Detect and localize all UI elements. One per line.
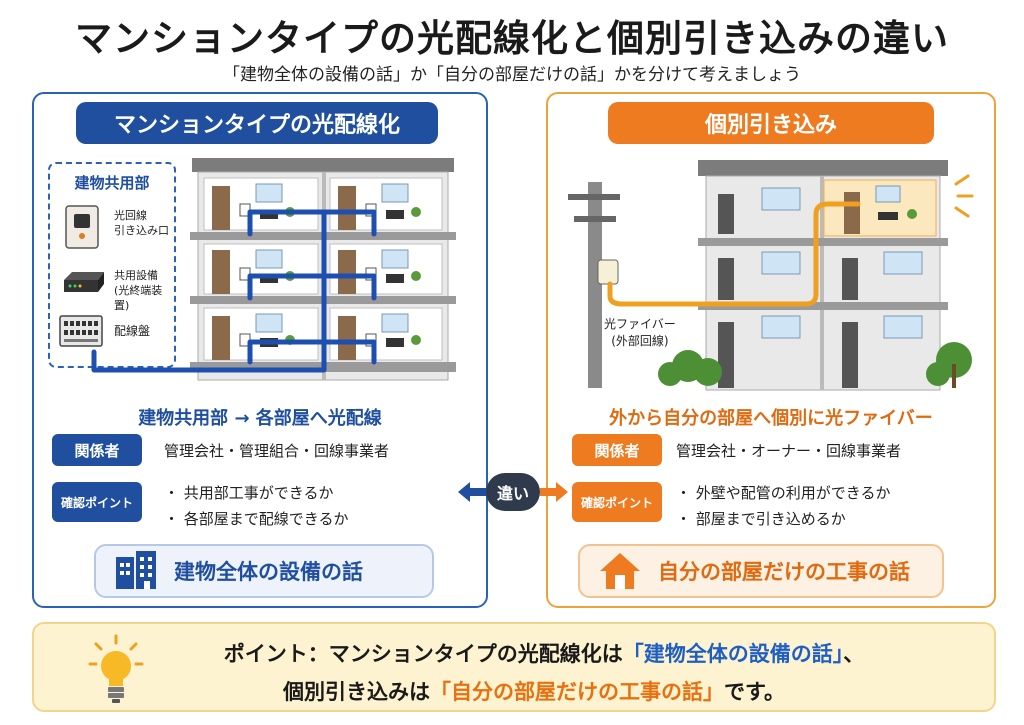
individual-panel: 個別引き込み bbox=[546, 92, 996, 608]
lightbulb-icon bbox=[88, 634, 144, 703]
individual-stakeholder-badge: 関係者 bbox=[572, 434, 662, 466]
building-fiber-lines bbox=[91, 209, 377, 373]
page-title: マンションタイプの光配線化と個別引き込みの違い bbox=[75, 17, 949, 60]
mansion-type-panel: マンションタイプの光配線化 建物共用部 光回線 引き込み口 共用設備 (光終端装… bbox=[32, 92, 488, 608]
key-point-highlight-room: 「自分の部屋だけの工事の話」 bbox=[430, 680, 725, 704]
building-icon bbox=[116, 551, 156, 589]
key-point-box: ポイント：マンションタイプの光配線化は「建物全体の設備の話」、 個別引き込みは「… bbox=[32, 622, 996, 712]
key-point-line-1: ポイント：マンションタイプの光配線化は「建物全体の設備の話」、 bbox=[223, 642, 865, 666]
individual-check-badge: 確認ポイント bbox=[572, 482, 662, 522]
distribution-board-label: 配線盤 bbox=[114, 324, 151, 338]
fiber-label: 光ファイバー (外部回線) bbox=[604, 317, 676, 348]
mansion-check-item: ・ 各部屋まで配線できるか bbox=[164, 510, 349, 528]
difference-connector: 違い bbox=[458, 473, 568, 513]
individual-check-item: ・ 部屋まで引き込めるか bbox=[676, 510, 846, 528]
individual-summary: 自分の部屋だけの工事の話 bbox=[578, 544, 944, 598]
common-area-title: 建物共用部 bbox=[74, 174, 150, 192]
difference-label: 違い bbox=[486, 473, 540, 511]
mansion-summary: 建物全体の設備の話 bbox=[94, 544, 434, 598]
key-point-line-2: 個別引き込みは「自分の部屋だけの工事の話」です。 bbox=[283, 680, 785, 704]
house-street-illustration bbox=[568, 160, 974, 391]
right-arrow-icon bbox=[540, 482, 568, 502]
line-entry-label: 光回線 引き込み口 bbox=[114, 209, 169, 237]
left-arrow-icon bbox=[458, 482, 486, 502]
mansion-stakeholder-badge: 関係者 bbox=[52, 434, 142, 466]
individual-flow-caption: 外から自分の部屋へ個別に光ファイバー bbox=[609, 408, 933, 429]
house-icon bbox=[600, 553, 640, 589]
line-entry-icon bbox=[65, 205, 99, 249]
mansion-check-item: ・ 共用部工事ができるか bbox=[164, 484, 334, 502]
shared-equipment-label: 共用設備 (光終端装置) bbox=[114, 269, 163, 312]
individual-summary-text: 自分の部屋だけの工事の話 bbox=[658, 560, 910, 584]
onu-icon bbox=[64, 272, 104, 292]
mansion-stakeholders: 管理会社・管理組合・回線事業者 bbox=[164, 442, 390, 460]
page-subtitle: 「建物全体の設備の話」か「自分の部屋だけの話」かを分けて考えましょう bbox=[223, 65, 801, 85]
distribution-board-icon bbox=[59, 315, 103, 347]
individual-heading: 個別引き込み bbox=[608, 102, 934, 144]
common-area-box: 建物共用部 光回線 引き込み口 共用設備 (光終端装置) bbox=[48, 162, 176, 368]
key-point-highlight-building: 「建物全体の設備の話」 bbox=[622, 642, 844, 666]
mansion-type-heading: マンションタイプの光配線化 bbox=[76, 102, 438, 144]
individual-stakeholders: 管理会社・オーナー・回線事業者 bbox=[676, 442, 902, 460]
mansion-summary-text: 建物全体の設備の話 bbox=[174, 560, 363, 584]
mansion-flow-caption: 建物共用部 → 各部屋へ光配線 bbox=[138, 408, 382, 429]
individual-check-item: ・ 外壁や配管の利用ができるか bbox=[676, 484, 891, 502]
mansion-check-badge: 確認ポイント bbox=[52, 482, 142, 522]
